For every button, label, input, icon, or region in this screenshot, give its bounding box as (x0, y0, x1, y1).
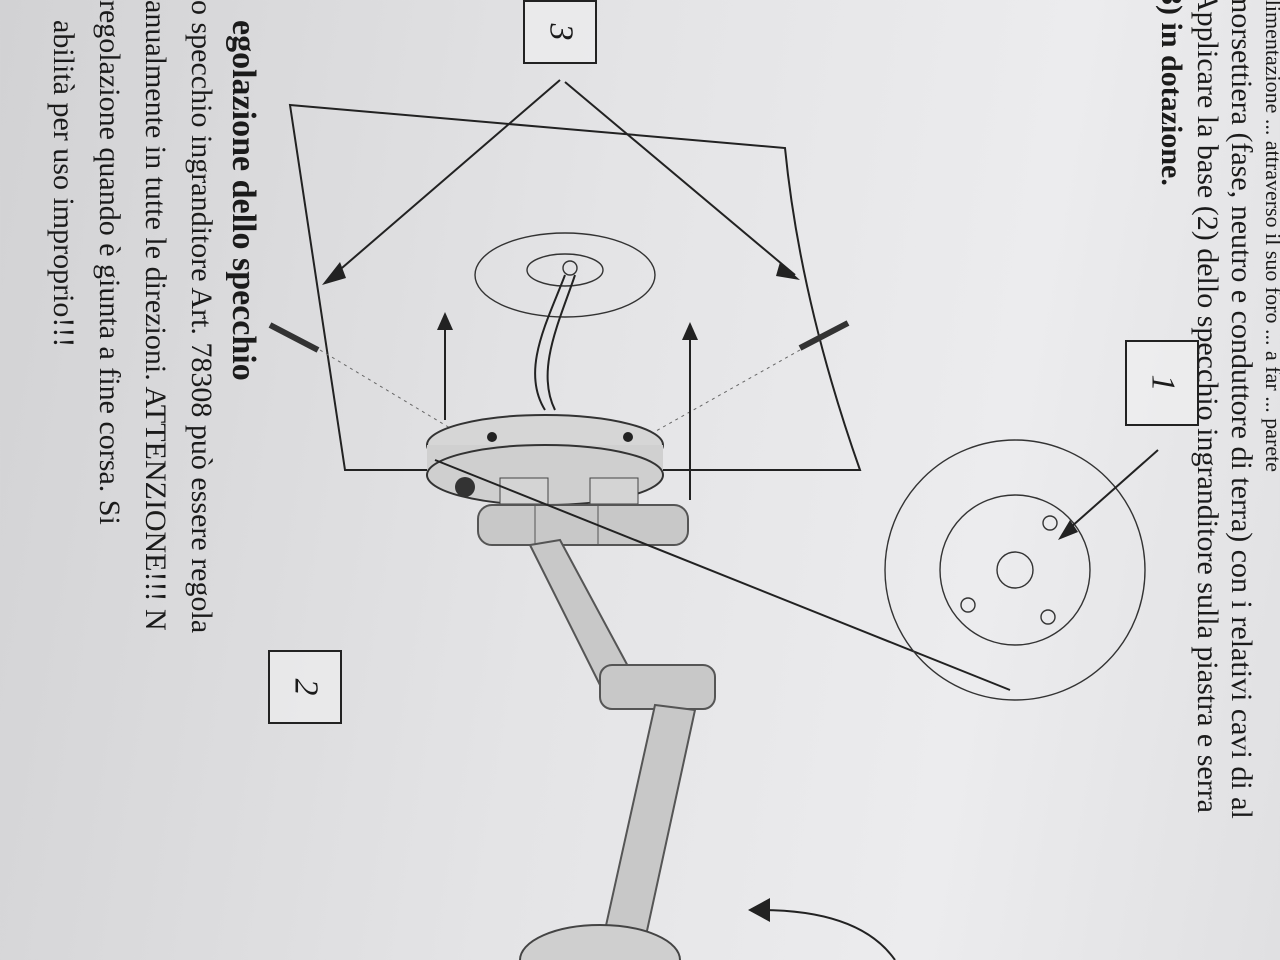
screw-left (268, 322, 320, 353)
label-2: 2 (268, 650, 342, 724)
plate-detail (884, 439, 1146, 701)
arrow-3-left (327, 79, 561, 281)
arm-segment-1 (528, 538, 632, 687)
label-1: 1 (1125, 340, 1199, 426)
pointer-1 (1061, 449, 1159, 536)
arrow-3-right (564, 81, 796, 276)
arm-elbow (599, 664, 716, 710)
arm-segment-2 (603, 703, 697, 942)
screw-right (798, 320, 850, 351)
cable (534, 274, 566, 411)
arm-joint (477, 504, 689, 546)
label-3: 3 (523, 0, 597, 64)
mount-plate (474, 232, 656, 318)
pointer-2 (434, 459, 1011, 691)
